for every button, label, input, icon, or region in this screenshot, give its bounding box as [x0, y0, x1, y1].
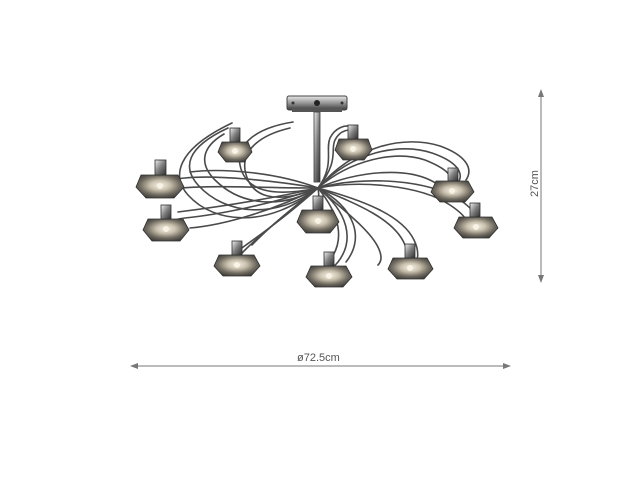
bulb-glints — [157, 146, 479, 279]
crystal-shade — [334, 124, 373, 161]
crystal-shade — [142, 204, 190, 242]
height-dimension-label: 27cm — [529, 170, 541, 197]
crystal-shade — [305, 251, 353, 288]
width-dimension-line — [130, 363, 511, 369]
crystal-shade — [213, 240, 261, 277]
width-dimension-label: ø72.5cm — [297, 352, 340, 364]
central-stem — [313, 111, 321, 183]
crystal-shade — [217, 127, 253, 163]
height-dimension-line — [538, 89, 544, 283]
ceiling-rose — [286, 95, 348, 112]
crystal-shade — [387, 243, 434, 280]
crystal-shade — [453, 202, 499, 239]
crystal-shade — [430, 167, 475, 203]
crystal-shade — [135, 159, 185, 199]
